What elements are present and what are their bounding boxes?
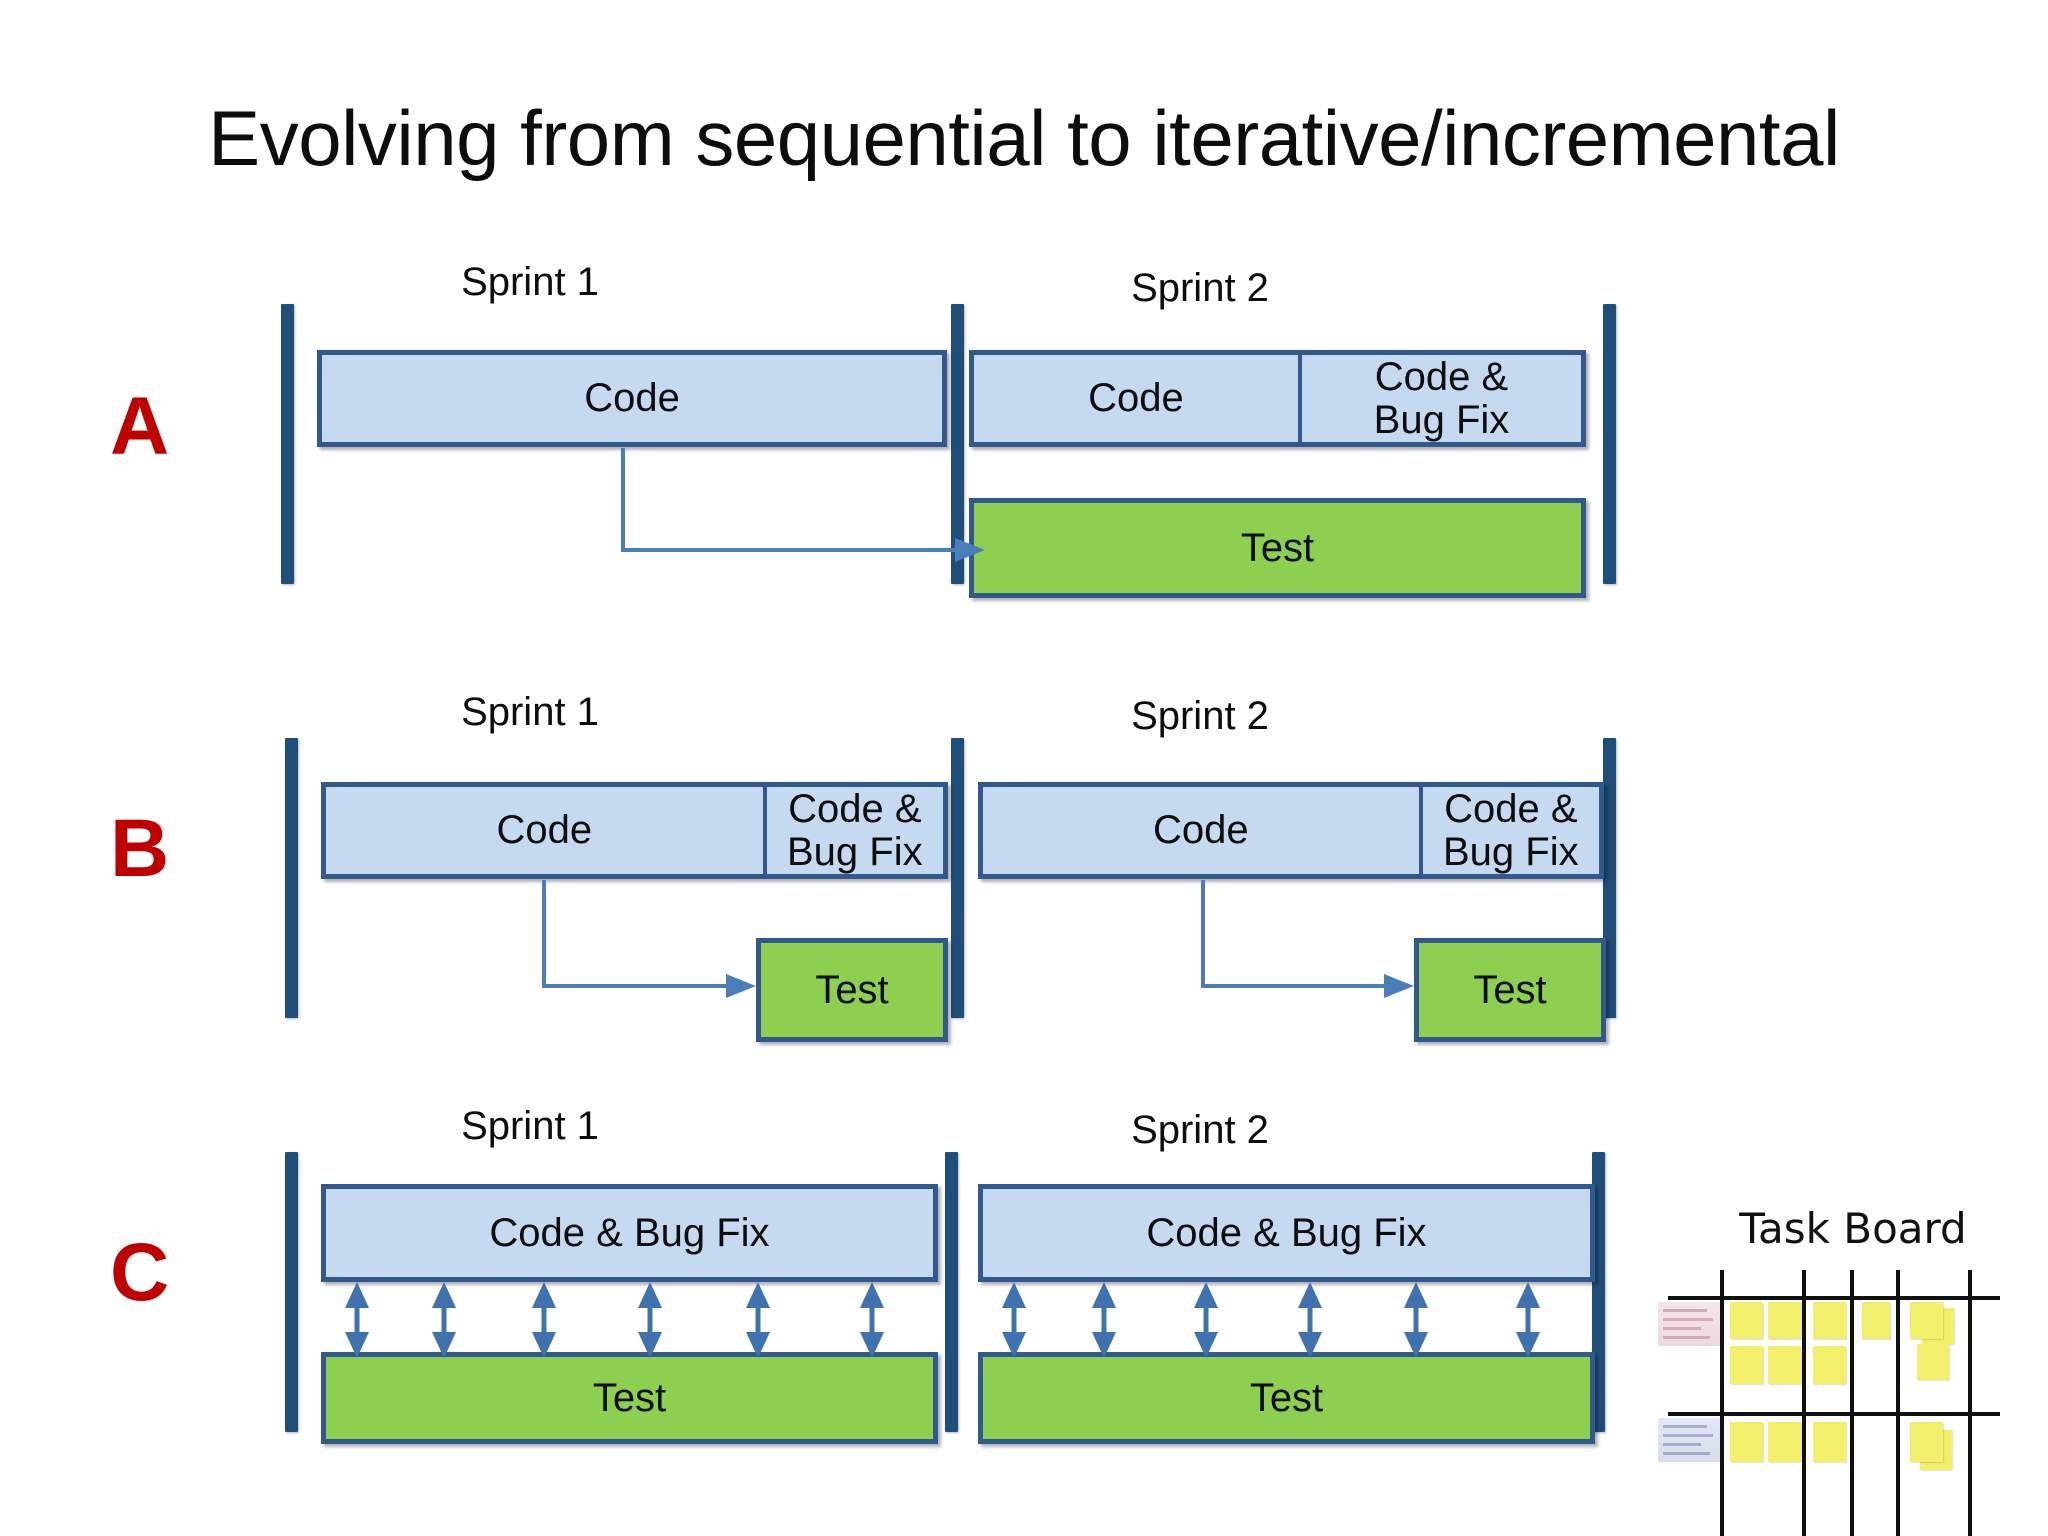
task-board-sticky-note	[1862, 1302, 1890, 1339]
box-code-cell-b1-1: Code	[496, 808, 593, 853]
task-board-vline-5	[1968, 1270, 1972, 1536]
box-code-cell-b1-2: Code & Bug Fix	[762, 787, 943, 874]
box-label: Code & Bug Fix	[489, 1210, 770, 1255]
box-label-line2: Bug Fix	[786, 829, 923, 874]
box-code-bugfix-c1: Code & Bug Fix	[321, 1184, 938, 1282]
task-board-vline-3	[1850, 1270, 1854, 1536]
task-board-sticky-note	[1768, 1302, 1801, 1339]
task-board-sticky-note	[1917, 1344, 1949, 1380]
sprint-boundary-c-left	[285, 1152, 298, 1432]
sprint-heading-b2: Sprint 2	[1131, 694, 1269, 738]
row-label-a: A	[110, 381, 170, 472]
sprint-boundary-b-mid	[951, 738, 964, 1018]
task-board-sticky-note	[1813, 1422, 1846, 1462]
box-test-a2: Test	[969, 498, 1586, 598]
task-board-vline-1	[1720, 1270, 1724, 1536]
box-code-b1: Code Code & Bug Fix	[321, 782, 948, 879]
row-label-c: C	[110, 1227, 170, 1318]
sprint-heading-c1: Sprint 1	[461, 1104, 599, 1148]
double-arrow-c2-1	[1002, 1282, 1026, 1358]
double-arrow-c1-2	[432, 1282, 456, 1358]
task-board-sticky-note	[1730, 1422, 1763, 1462]
task-board-sticky-note	[1910, 1302, 1943, 1339]
box-code-cell-a2-1: Code	[1088, 376, 1184, 421]
box-label: Test	[1240, 525, 1315, 570]
page-title: Evolving from sequential to iterative/in…	[208, 94, 1840, 182]
task-board-sticky-note	[1768, 1346, 1801, 1384]
box-test-b2: Test	[1414, 938, 1606, 1042]
box-label-line2: Bug Fix	[1373, 397, 1510, 442]
task-board-story-card-2	[1658, 1418, 1720, 1462]
double-arrow-c1-6	[860, 1282, 884, 1358]
box-label: Test	[1249, 1375, 1324, 1420]
task-board-sticky-note	[1768, 1422, 1801, 1462]
box-code-bugfix-c2: Code & Bug Fix	[978, 1184, 1595, 1282]
double-arrow-c2-2	[1092, 1282, 1116, 1358]
double-arrow-c1-3	[532, 1282, 556, 1358]
double-arrow-c2-6	[1516, 1282, 1540, 1358]
sprint-boundary-a-right	[1603, 304, 1616, 584]
box-label-line1: Code &	[1374, 355, 1509, 400]
task-board-vline-2	[1802, 1270, 1806, 1536]
double-arrow-c2-3	[1194, 1282, 1218, 1358]
box-code-cell-b2-1: Code	[1152, 808, 1249, 853]
box-code-cell-a2-2: Code & Bug Fix	[1297, 355, 1581, 442]
box-code-a1: Code	[317, 350, 947, 447]
task-board-sticky-note	[1813, 1346, 1846, 1384]
box-label: Test	[1473, 967, 1547, 1012]
row-label-b: B	[110, 803, 170, 894]
box-code-a2: Code Code & Bug Fix	[969, 350, 1586, 447]
sprint-boundary-a-mid	[951, 304, 964, 584]
box-test-c1: Test	[321, 1352, 938, 1444]
box-label-line1: Code &	[1444, 787, 1578, 832]
task-board-sticky-note	[1730, 1346, 1763, 1384]
sprint-heading-a1: Sprint 1	[461, 260, 599, 304]
task-board-grid	[1658, 1262, 2048, 1536]
double-arrow-c2-4	[1298, 1282, 1322, 1358]
double-arrow-c1-4	[638, 1282, 662, 1358]
sprint-heading-a2: Sprint 2	[1131, 266, 1269, 310]
task-board-story-card-1	[1658, 1302, 1720, 1346]
task-board-image: Task Board	[1658, 1204, 2048, 1536]
double-arrow-c1-5	[746, 1282, 770, 1358]
box-test-b1: Test	[756, 938, 948, 1042]
task-board-hline-1	[1668, 1296, 2000, 1300]
double-arrow-c2-5	[1404, 1282, 1428, 1358]
box-code-cell-b2-2: Code & Bug Fix	[1418, 787, 1599, 874]
sprint-boundary-b-left	[285, 738, 298, 1018]
box-label: Test	[592, 1375, 667, 1420]
task-board-sticky-note	[1910, 1422, 1943, 1462]
box-label: Test	[815, 967, 889, 1012]
sprint-heading-c2: Sprint 2	[1131, 1108, 1269, 1152]
task-board-sticky-note	[1730, 1302, 1763, 1339]
task-board-vline-4	[1896, 1270, 1900, 1536]
task-board-title: Task Board	[1739, 1204, 1967, 1253]
sprint-boundary-a-left	[281, 304, 294, 584]
sprint-boundary-c-right	[1592, 1152, 1605, 1432]
box-test-c2: Test	[978, 1352, 1595, 1444]
sprint-heading-b1: Sprint 1	[461, 690, 599, 734]
box-label-line2: Bug Fix	[1442, 829, 1579, 874]
sprint-boundary-b-right	[1603, 738, 1616, 1018]
sprint-boundary-c-mid	[945, 1152, 958, 1432]
box-code-b2: Code Code & Bug Fix	[978, 782, 1604, 879]
double-arrow-c1-1	[345, 1282, 369, 1358]
task-board-hline-2	[1668, 1412, 2000, 1416]
box-label-line1: Code &	[788, 787, 922, 832]
box-label: Code & Bug Fix	[1146, 1210, 1427, 1255]
box-label: Code	[584, 376, 680, 421]
task-board-sticky-note	[1813, 1302, 1846, 1339]
